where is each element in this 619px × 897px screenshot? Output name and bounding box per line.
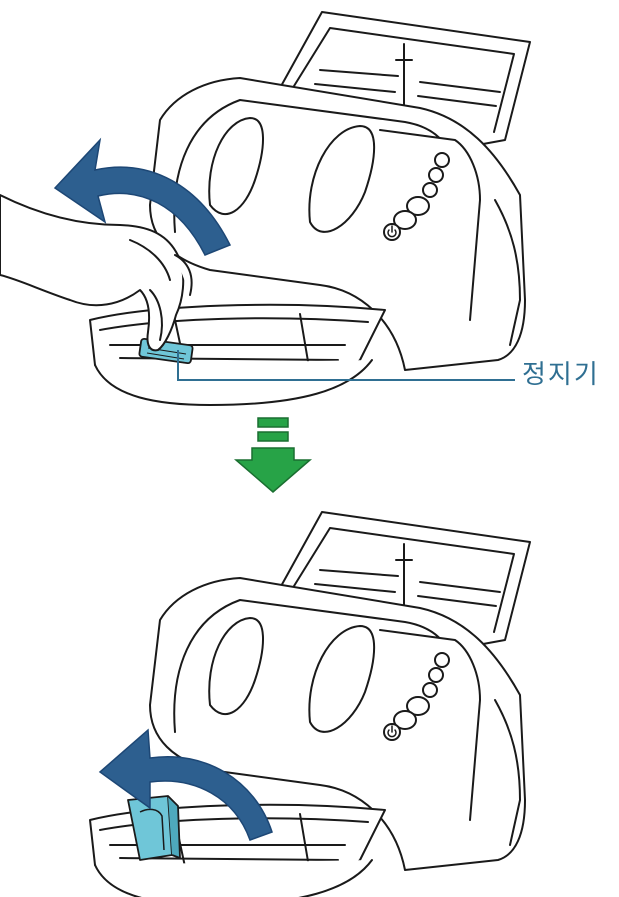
stopper-raised — [127, 795, 181, 861]
lift-arrow-top — [53, 137, 232, 256]
stopper-callout — [177, 350, 515, 381]
hand — [0, 194, 193, 352]
lift-arrow-bottom — [98, 728, 273, 841]
down-arrow-icon — [233, 417, 313, 493]
stopper-label: 정지기 — [522, 360, 600, 390]
